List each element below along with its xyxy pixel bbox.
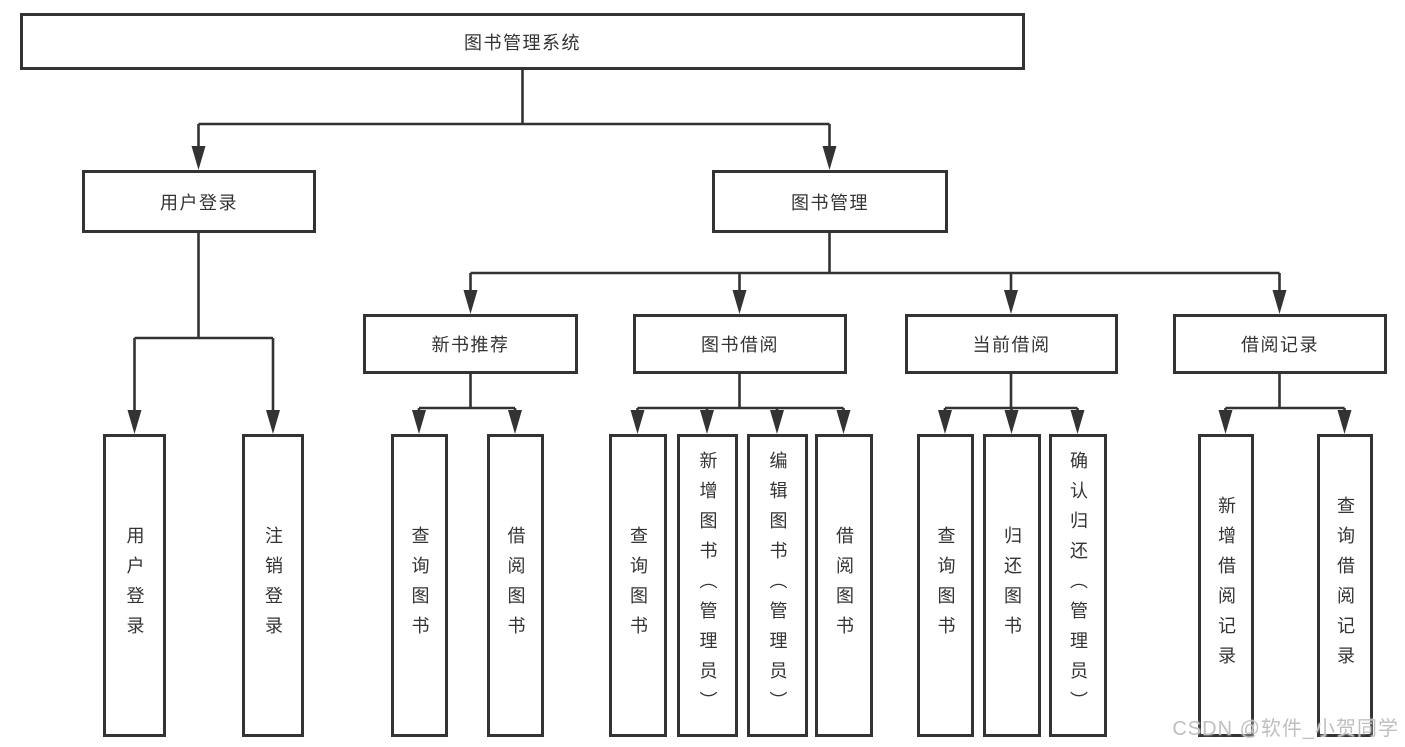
arrowhead-icon (770, 410, 784, 434)
arrowhead-icon (822, 146, 837, 170)
node-borrow-records: 借阅记录 (1173, 314, 1387, 374)
node-label: 查询借阅记录 (1335, 495, 1355, 676)
node-leaf-user-login: 用户登录 (103, 434, 166, 737)
node-system-root: 图书管理系统 (20, 13, 1025, 70)
node-leaf-br-query-record: 查询借阅记录 (1317, 434, 1373, 737)
arrowhead-icon (836, 410, 851, 434)
node-label: 借阅图书 (505, 525, 526, 646)
node-book-management: 图书管理 (712, 170, 948, 233)
arrowhead-icon (1004, 410, 1019, 434)
arrowhead-icon (630, 410, 645, 434)
arrowhead-icon (1337, 410, 1352, 434)
node-label: 查询图书 (935, 525, 956, 646)
node-current-borrow: 当前借阅 (905, 314, 1118, 374)
node-leaf-bb-borrow-books: 借阅图书 (815, 434, 873, 737)
arrowhead-icon (191, 146, 206, 170)
node-label: 用户登录 (124, 525, 145, 646)
node-label: 确认归还（管理员） (1068, 450, 1088, 721)
node-label: 注销登录 (263, 525, 283, 646)
node-label: 查询图书 (628, 525, 648, 646)
arrowhead-icon (412, 410, 426, 434)
node-leaf-bb-edit-book-admin: 编辑图书（管理员） (747, 434, 808, 737)
arrowhead-icon (463, 290, 478, 314)
node-leaf-bb-query-books: 查询图书 (609, 434, 667, 737)
node-leaf-cb-return-books: 归还图书 (983, 434, 1041, 737)
node-label: 编辑图书（管理员） (767, 450, 788, 721)
node-leaf-logout: 注销登录 (242, 434, 304, 737)
node-label: 查询图书 (409, 525, 430, 646)
node-label: 新书推荐 (431, 335, 510, 355)
node-book-borrow: 图书借阅 (633, 314, 847, 374)
node-label: 图书借阅 (701, 335, 779, 355)
node-label: 借阅图书 (834, 525, 854, 646)
node-label: 新增图书（管理员） (697, 450, 718, 721)
arrowhead-icon (1070, 410, 1085, 434)
arrowhead-icon (1218, 410, 1233, 434)
node-leaf-bb-add-book-admin: 新增图书（管理员） (677, 434, 738, 737)
node-new-book-recommend: 新书推荐 (363, 314, 578, 374)
arrowhead-icon (127, 410, 142, 434)
node-label: 借阅记录 (1241, 335, 1319, 355)
arrowhead-icon (266, 410, 280, 434)
node-label: 用户登录 (160, 192, 238, 213)
node-label: 当前借阅 (972, 335, 1051, 355)
node-user-login: 用户登录 (82, 170, 316, 233)
arrowhead-icon (732, 290, 747, 314)
arrowhead-icon (508, 410, 522, 434)
node-leaf-br-add-record: 新增借阅记录 (1198, 434, 1254, 737)
arrowhead-icon (700, 410, 714, 434)
csdn-watermark: CSDN @软件_小贺同学 (1172, 718, 1399, 740)
node-label: 图书管理系统 (464, 32, 581, 53)
node-leaf-cb-confirm-return-admin: 确认归还（管理员） (1049, 434, 1107, 737)
arrowhead-icon (1272, 290, 1287, 314)
node-label: 归还图书 (1002, 525, 1022, 646)
arrowhead-icon (938, 410, 952, 434)
node-leaf-cb-query-books: 查询图书 (917, 434, 974, 737)
arrowhead-icon (1004, 290, 1018, 314)
node-label: 新增借阅记录 (1216, 495, 1236, 676)
node-leaf-nbr-borrow-books: 借阅图书 (487, 434, 544, 737)
node-label: 图书管理 (791, 192, 869, 213)
node-leaf-nbr-query-books: 查询图书 (391, 434, 448, 737)
